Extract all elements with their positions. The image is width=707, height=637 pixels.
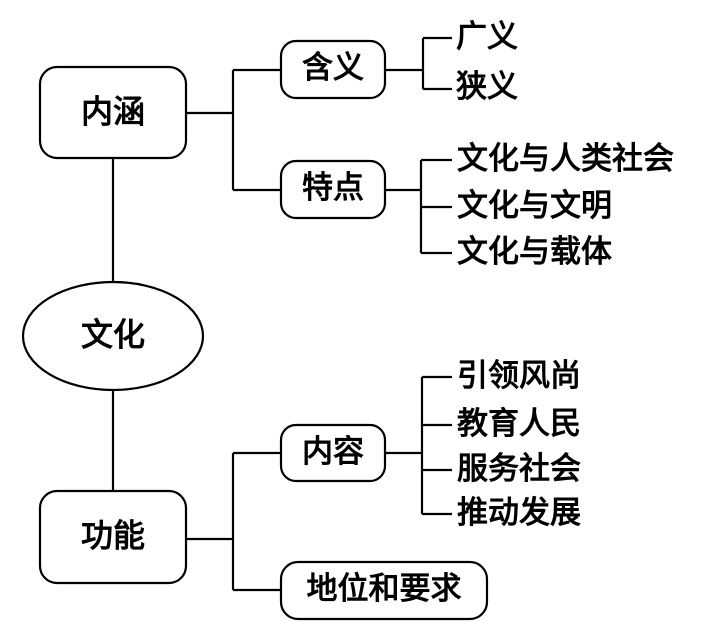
node-diwei-yaoqiu-label: 地位和要求 [307, 571, 462, 606]
node-tedian-shape[interactable] [279, 159, 387, 220]
node-hanyi-shape[interactable] [279, 39, 387, 100]
leaf-label-fuwu-shehui: 服务社会 [457, 451, 581, 486]
node-hanyi-label: 含义 [302, 50, 364, 85]
node-neihan[interactable]: 内涵 [38, 65, 188, 160]
leaf-label-wenhua-renlei-shehui: 文化与人类社会 [457, 141, 674, 176]
node-tedian[interactable]: 特点 [279, 159, 387, 220]
node-gongneng-label: 功能 [81, 517, 145, 553]
node-neirong-label: 内容 [302, 434, 364, 469]
node-wenhua-root[interactable]: 文化 [21, 280, 205, 392]
node-gongneng[interactable]: 功能 [38, 489, 188, 585]
node-neihan-shape[interactable] [38, 65, 188, 160]
node-diwei-yaoqiu-shape[interactable] [279, 560, 489, 621]
leaf-label-yinling-fengshang: 引领风尚 [457, 358, 581, 393]
leaf-label-jiaoyu-renmin: 教育人民 [457, 406, 581, 441]
node-wenhua-root-label: 文化 [81, 316, 145, 352]
node-gongneng-shape[interactable] [38, 489, 188, 585]
node-diwei-yaoqiu[interactable]: 地位和要求 [279, 560, 489, 621]
node-hanyi[interactable]: 含义 [279, 39, 387, 100]
leaf-label-wenhua-zaiti: 文化与载体 [457, 234, 612, 269]
node-neirong[interactable]: 内容 [279, 423, 387, 483]
leaf-label-guangyi: 广义 [456, 19, 518, 54]
connector-group [111, 36, 452, 592]
node-tedian-label: 特点 [302, 170, 364, 205]
leaf-label-xiayi: 狭义 [456, 69, 518, 104]
node-neirong-shape[interactable] [279, 423, 387, 483]
node-neihan-label: 内涵 [81, 93, 145, 129]
node-wenhua-root-shape[interactable] [21, 280, 205, 392]
leaf-label-tuidong-fazhan: 推动发展 [457, 495, 581, 530]
leaf-label-wenhua-wenming: 文化与文明 [457, 188, 612, 223]
